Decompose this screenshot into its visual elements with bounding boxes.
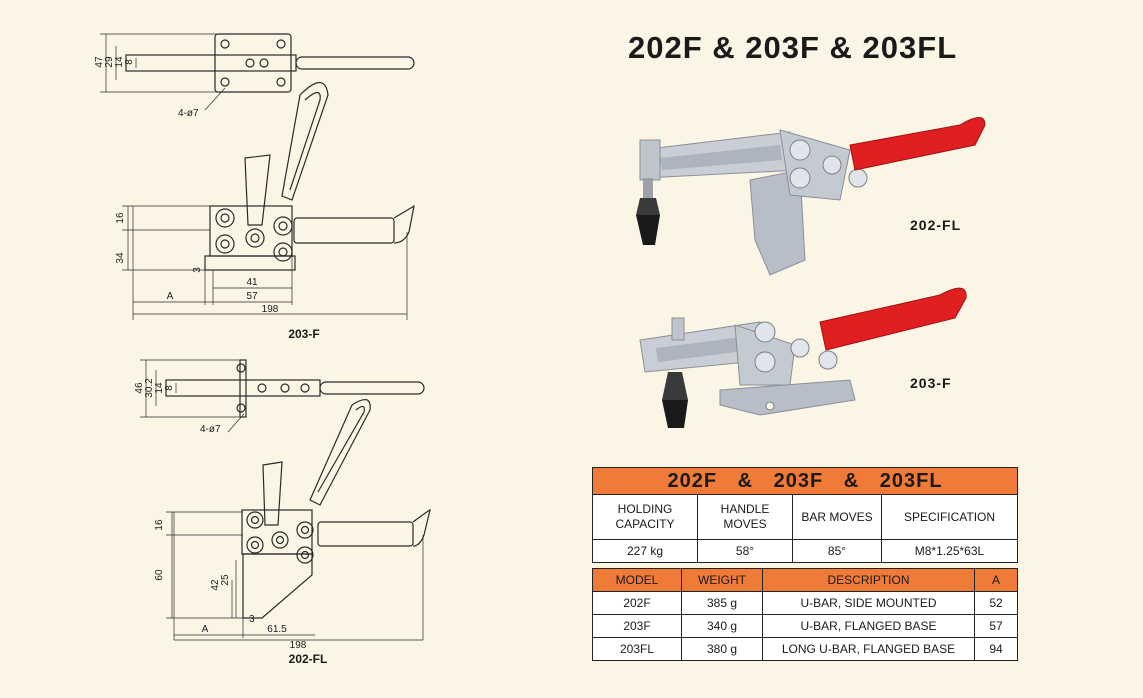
table-row: 202F 385 g U-BAR, SIDE MOUNTED 52	[592, 591, 1018, 615]
weight-cell: 385 g	[681, 591, 763, 615]
top-dim-8: 8	[124, 59, 135, 65]
weight-cell: 380 g	[681, 637, 763, 661]
description-cell: LONG U-BAR, FLANGED BASE	[762, 637, 975, 661]
top-dim-29: 29	[104, 56, 115, 68]
model-cell: 202F	[592, 591, 682, 615]
model-cell: 203F	[592, 614, 682, 638]
description-cell: U-BAR, SIDE MOUNTED	[762, 591, 975, 615]
bottom-dim-8: 8	[164, 385, 175, 391]
description-cell: U-BAR, FLANGED BASE	[762, 614, 975, 638]
spec-label-handle: HANDLE MOVES	[697, 494, 793, 540]
spec-label-bar: BAR MOVES	[792, 494, 882, 540]
bottom-dim-198: 198	[290, 640, 307, 651]
top-dim-16: 16	[115, 212, 126, 224]
weight-col-header: WEIGHT	[681, 568, 763, 592]
photo-label-202fl: 202-FL	[910, 217, 962, 233]
bottom-dim-42: 42	[210, 579, 221, 591]
top-side-view	[122, 81, 415, 320]
top-dim-47: 47	[94, 56, 105, 68]
top-dim-3: 3	[192, 267, 203, 273]
spec-table-header: 202F & 203F & 203FL	[592, 467, 1018, 495]
bottom-dim-25: 25	[220, 574, 231, 586]
bottom-dim-a: A	[202, 624, 209, 635]
bottom-dim-14: 14	[154, 382, 165, 394]
a-cell: 57	[974, 614, 1018, 638]
bottom-dim-16: 16	[154, 519, 165, 531]
a-col-header: A	[974, 568, 1018, 592]
bottom-dim-302: 30.2	[144, 378, 155, 398]
top-dim-14: 14	[114, 56, 125, 68]
bottom-holes-label: 4-ø7	[200, 424, 221, 435]
top-plan-view	[100, 33, 415, 111]
clamp-photo-202fl	[636, 117, 986, 276]
bottom-caption: 202-FL	[289, 652, 328, 666]
photo-label-203f: 203-F	[910, 375, 952, 391]
spec-value-bar: 85°	[792, 539, 882, 563]
a-cell: 52	[974, 591, 1018, 615]
clamp-photo-203f	[639, 287, 967, 428]
a-cell: 94	[974, 637, 1018, 661]
top-caption: 203-F	[288, 327, 319, 341]
top-dim-a: A	[167, 291, 174, 302]
page-title: 202F & 203F & 203FL	[628, 30, 958, 65]
model-cell: 203FL	[592, 637, 682, 661]
top-dim-57: 57	[246, 291, 258, 302]
bottom-dim-60: 60	[154, 569, 165, 581]
top-dim-198: 198	[262, 304, 279, 315]
spec-label-holding: HOLDING CAPACITY	[592, 494, 698, 540]
spec-value-specification: M8*1.25*63L	[881, 539, 1018, 563]
top-dim-41: 41	[246, 277, 258, 288]
spec-value-holding: 227 kg	[592, 539, 698, 563]
bottom-dim-46: 46	[134, 382, 145, 394]
bottom-dim-3: 3	[249, 614, 255, 625]
table-row: 203FL 380 g LONG U-BAR, FLANGED BASE 94	[592, 637, 1018, 661]
description-col-header: DESCRIPTION	[762, 568, 975, 592]
spec-table: 202F & 203F & 203FL HOLDING CAPACITY HAN…	[592, 467, 1018, 563]
model-table: MODEL WEIGHT DESCRIPTION A 202F 385 g U-…	[592, 568, 1018, 661]
weight-cell: 340 g	[681, 614, 763, 638]
table-row: 203F 340 g U-BAR, FLANGED BASE 57	[592, 614, 1018, 638]
bottom-side-view	[166, 399, 431, 641]
spec-value-handle: 58°	[697, 539, 793, 563]
model-col-header: MODEL	[592, 568, 682, 592]
spec-label-specification: SPECIFICATION	[881, 494, 1018, 540]
top-dim-34: 34	[115, 252, 126, 264]
bottom-dim-615: 61.5	[267, 624, 287, 635]
top-holes-label: 4-ø7	[178, 108, 199, 119]
bottom-plan-view	[140, 359, 425, 433]
